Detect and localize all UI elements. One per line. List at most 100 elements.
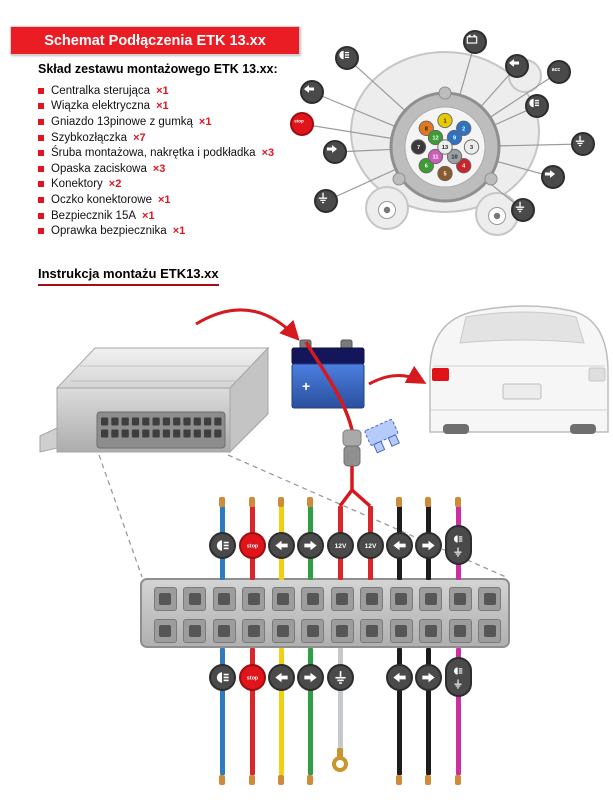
- strip-pin-contact: [188, 625, 201, 637]
- strip-pin-hole: [389, 619, 413, 643]
- svg-text:stop: stop: [246, 543, 258, 549]
- strip-pin-hole: [212, 619, 236, 643]
- svg-text:12V: 12V: [364, 543, 376, 550]
- right-badge: [414, 663, 442, 691]
- strip-pin-contact: [247, 593, 260, 605]
- part-label: Gniazdo 13pinowe z gumką: [51, 115, 193, 128]
- fog-badge: [525, 94, 549, 118]
- strip-pin-contact: [247, 625, 260, 637]
- ground-icon: [454, 678, 462, 688]
- part-label: Śruba montażowa, nakrętka i podkładka: [51, 147, 256, 160]
- ring-terminal-ferrule: [337, 748, 343, 757]
- svg-text:12V: 12V: [334, 543, 346, 550]
- strip-pin-contact: [424, 625, 437, 637]
- battery-power-wire: [304, 341, 354, 431]
- strip-pin-contact: [424, 593, 437, 605]
- parts-heading: Skład zestawu montażowego ETK 13.xx:: [38, 62, 278, 76]
- socket-pin: [427, 129, 444, 146]
- wire-right: [307, 648, 313, 775]
- fog-ground-badge: [444, 525, 472, 565]
- strip-pin-hole: [212, 587, 236, 611]
- part-qty: ×1: [198, 115, 212, 128]
- strip-pin-hole: [389, 587, 413, 611]
- part-item: Oczko konektorowe×1: [38, 192, 300, 208]
- wire-tip: [455, 775, 461, 785]
- strip-pin-contact: [336, 625, 348, 637]
- left-badge: [267, 531, 295, 559]
- left-icon: [508, 59, 520, 67]
- v12-icon: 12V: [334, 543, 346, 550]
- socket-pin-number: 3: [470, 145, 473, 151]
- part-qty: ×7: [133, 131, 146, 144]
- right-icon: [421, 672, 435, 682]
- strip-pin-hole: [301, 587, 324, 611]
- part-label: Konektory: [51, 178, 103, 191]
- zoom-guide-left: [98, 454, 143, 578]
- v12-icon: 12V: [364, 543, 376, 550]
- bullet-icon: [38, 212, 44, 219]
- strip-pin-hole: [271, 619, 295, 643]
- stop-badge: stop: [238, 663, 266, 691]
- part-qty: ×1: [158, 193, 171, 206]
- car-rear-view: [429, 305, 609, 434]
- strip-pin-hole: [242, 619, 265, 643]
- socket-pin-number: 12: [432, 136, 438, 142]
- ground-badge: [326, 663, 354, 691]
- strip-pin-hole: [478, 619, 501, 643]
- socket-pin-number: 8: [425, 126, 428, 132]
- right-badge: [296, 531, 324, 559]
- wire-tip: [307, 775, 313, 785]
- fog-badge: [208, 531, 236, 559]
- part-qty: ×3: [261, 147, 275, 160]
- strip-pin-hole: [448, 619, 472, 643]
- ground-badge: [314, 189, 338, 213]
- strip-pin-hole: [448, 587, 472, 611]
- fuse-holder: [342, 429, 362, 467]
- wire-tip: [219, 497, 225, 507]
- strip-pin-hole: [360, 619, 383, 643]
- right-badge: [323, 140, 347, 164]
- right-badge: [414, 531, 442, 559]
- socket-pin: [437, 139, 453, 155]
- battery-badge: [463, 30, 487, 54]
- strip-pin-hole: [419, 619, 442, 643]
- part-label: Opaska zaciskowa: [51, 162, 147, 175]
- wire-tip: [425, 775, 431, 785]
- ground-icon: [575, 135, 585, 147]
- part-label: Wiązka elektryczna: [51, 100, 151, 113]
- strip-pin-hole: [271, 587, 295, 611]
- part-item: Wiązka elektryczna ×1: [38, 99, 300, 115]
- wire-tip: [249, 497, 255, 507]
- socket-pin: [437, 112, 453, 129]
- wire-tip: [219, 775, 225, 785]
- fog-icon: [454, 666, 463, 675]
- strip-pin-contact: [336, 593, 348, 605]
- arrow-battery-to-car: [368, 365, 427, 386]
- strip-pin-hole: [153, 587, 177, 611]
- socket-pin-number: 1: [443, 119, 446, 125]
- strip-pin-contact: [395, 593, 407, 605]
- part-item: Śruba montażowa, nakrętka i podkładka ×3: [38, 145, 300, 161]
- arrow-module-to-battery: [195, 308, 300, 341]
- wheel-right: [570, 424, 596, 434]
- part-item: Oprawka bezpiecznika×1: [38, 223, 300, 239]
- strip-pin-contact: [159, 593, 171, 605]
- part-label: Oprawka bezpiecznika: [51, 225, 167, 238]
- strip-pin-hole: [330, 587, 354, 611]
- bullet-icon: [38, 196, 44, 203]
- strip-pin-hole: [330, 619, 354, 643]
- stop-badge: stop: [290, 112, 314, 136]
- left-badge: [385, 663, 413, 691]
- socket-pin-number: 10: [451, 155, 457, 161]
- strip-pin-contact: [306, 593, 319, 605]
- wire-ground: [337, 648, 343, 748]
- part-qty: ×1: [156, 100, 169, 113]
- fog-icon: [454, 534, 463, 543]
- ground-icon: [334, 670, 346, 684]
- right-badge: [296, 663, 324, 691]
- license-plate: [502, 383, 542, 400]
- strip-pin-contact: [277, 593, 289, 605]
